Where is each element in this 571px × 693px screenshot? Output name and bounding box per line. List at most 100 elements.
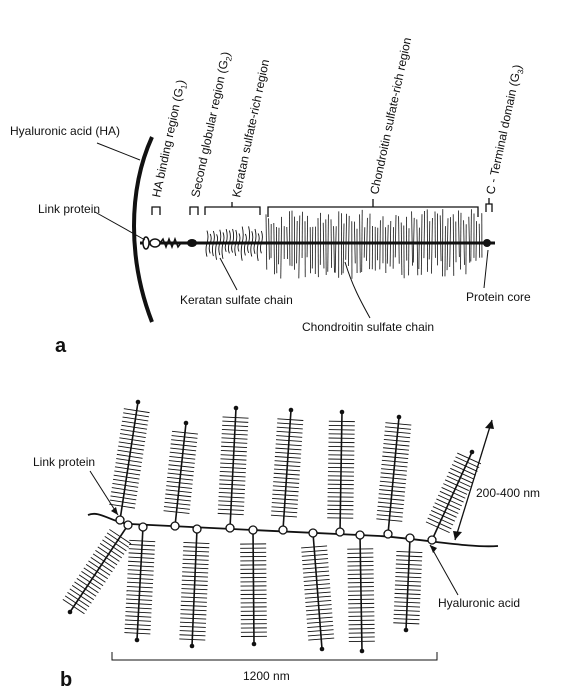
chondroitin-sulfate-chain [424, 211, 425, 258]
g1-globule [150, 239, 160, 247]
monomer-core [192, 529, 197, 646]
keratan-chain-leader [220, 258, 237, 290]
monomer-side-chain [183, 555, 209, 556]
monomer-side-chain [394, 602, 420, 603]
backbone-span-label: 1200 nm [243, 669, 290, 683]
keratan-sulfate-chain [225, 229, 227, 252]
monomer-side-chain [456, 457, 480, 468]
chondroitin-sulfate-chain [360, 214, 361, 272]
chondroitin-sulfate-chain [412, 211, 413, 265]
monomer-side-chain [183, 547, 209, 548]
chondroitin-sulfate-chain [331, 219, 332, 267]
proteoglycan-monomer-down-1 [124, 523, 155, 642]
monomer-side-chain [396, 560, 422, 561]
chondroitin-sulfate-chain [413, 218, 414, 263]
c-terminal-domain-label: C - Terminal domain (G3) [483, 63, 526, 196]
monomer-terminal-dot [252, 642, 257, 647]
proteoglycan-monomer-up-5 [376, 415, 411, 538]
chondroitin-sulfate-chain [328, 214, 329, 271]
keratan-chain-label: Keratan sulfate chain [180, 293, 293, 307]
proteoglycan-monomer-down-6 [393, 534, 422, 632]
monomer-side-chain [445, 480, 469, 491]
link-protein-circle [336, 528, 344, 536]
monomer-side-chain [180, 622, 206, 623]
monomer-side-chain [449, 472, 473, 483]
chondroitin-sulfate-chain [447, 218, 448, 270]
g2-marker [190, 207, 198, 215]
link-protein-circle [124, 521, 132, 529]
link-protein-circle [226, 524, 234, 532]
chondroitin-sulfate-chain [346, 214, 347, 260]
monomer-side-chain [457, 453, 481, 464]
chondroitin-region-label: Chondroitin sulfate-rich region [367, 36, 414, 196]
chondroitin-sulfate-chain [387, 225, 388, 264]
monomer-side-chain [182, 568, 208, 569]
monomer-terminal-dot [320, 647, 325, 652]
monomer-side-chain [182, 580, 208, 581]
monomer-side-chain [394, 610, 420, 611]
monomer-core [360, 535, 362, 651]
link-protein-circle [116, 516, 124, 524]
link-protein-globule [143, 237, 149, 249]
proteoglycan-monomer-up-1 [164, 421, 198, 530]
monomer-side-chain [182, 584, 208, 585]
proteoglycan-monomer-up-6 [426, 450, 481, 544]
backbone-span-bracket [112, 652, 437, 660]
chondroitin-sulfate-chain [476, 221, 477, 261]
monomer-side-chain [447, 476, 471, 487]
monomer-terminal-dot [340, 410, 345, 415]
chondroitin-sulfate-chain [323, 223, 324, 269]
monomer-side-chain [181, 597, 207, 598]
monomer-side-chain [396, 551, 422, 552]
monomer-terminal-dot [397, 415, 402, 420]
monomer-terminal-dot [136, 400, 141, 405]
monomer-core [432, 452, 472, 540]
monomer-side-chain [394, 598, 420, 599]
chondroitin-sulfate-chain [380, 220, 381, 269]
g2-globule [187, 239, 197, 247]
chondroitin-sulfate-chain [354, 222, 355, 264]
monomer-core [253, 530, 254, 644]
proteoglycan-monomers [63, 400, 481, 654]
link-protein-circle [249, 526, 257, 534]
link-protein-circle [428, 536, 436, 544]
monomer-side-chain [428, 518, 452, 529]
chondroitin-sulfate-chain [266, 214, 267, 269]
monomer-terminal-dot [190, 644, 195, 649]
monomer-terminal-dot [68, 610, 73, 615]
monomer-side-chain [393, 619, 419, 620]
monomer-terminal-dot [404, 628, 409, 633]
monomer-side-chain [396, 564, 422, 565]
monomer-side-chain [182, 572, 208, 573]
link-protein-circle [406, 534, 414, 542]
monomer-side-chain [429, 514, 453, 525]
hyaluronic-acid-strand [134, 137, 152, 322]
monomer-side-chain [179, 639, 205, 640]
monomer-side-chain [450, 468, 474, 479]
link-protein-circle [139, 523, 147, 531]
monomer-side-chain [396, 556, 422, 557]
monomer-terminal-dot [470, 450, 475, 455]
keratan-region-bracket [205, 202, 260, 215]
monomer-side-chain [181, 589, 207, 590]
monomer-side-chain [183, 563, 209, 564]
link-protein-circle [279, 526, 287, 534]
chondroitin-sulfate-chain [307, 216, 308, 257]
proteoglycan-monomer-up-0 [109, 400, 149, 524]
panel-a: Hyaluronic acid (HA) Link protein HA bin… [10, 36, 531, 357]
monomer-side-chain [181, 593, 207, 594]
monomer-side-chain [181, 601, 207, 602]
chondroitin-sulfate-chain [299, 216, 300, 279]
proteoglycan-monomer-down-0 [63, 521, 132, 614]
monomer-side-chain [182, 576, 208, 577]
chondroitin-chain-label: Chondroitin sulfate chain [302, 320, 434, 334]
monomer-side-chain [183, 542, 209, 543]
chondroitin-sulfate-chain [297, 221, 298, 263]
g3-marker [486, 198, 492, 212]
monomer-side-chain [180, 614, 206, 615]
monomer-side-chain [395, 572, 421, 573]
monomer-side-chain [436, 499, 460, 510]
link-protein-circle [384, 530, 392, 538]
chondroitin-sulfate-chain [274, 223, 275, 274]
chondroitin-sulfate-chain [440, 215, 441, 261]
